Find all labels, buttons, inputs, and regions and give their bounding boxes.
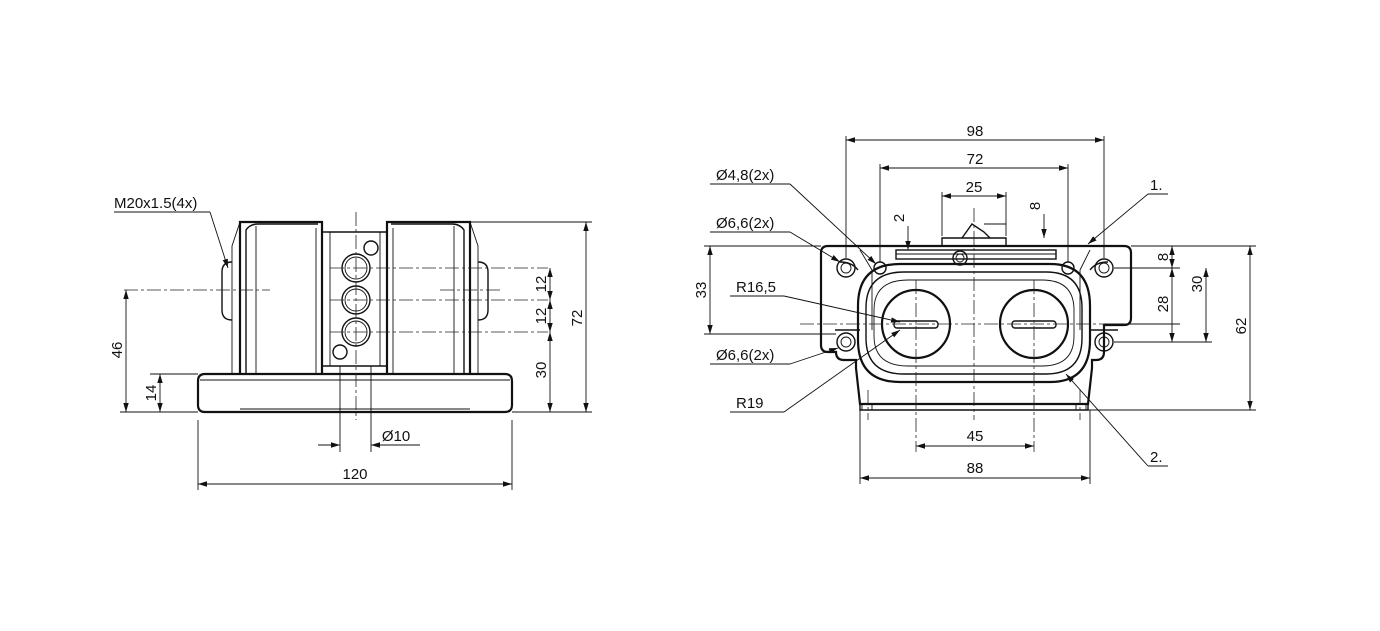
- side-right-body: [385, 220, 472, 374]
- side-base-plate: [196, 372, 514, 414]
- callout-thread: M20x1.5(4x): [114, 195, 197, 212]
- side-view: 72 30 12 12 46 14 120 Ø10 M20x1.5(4x): [109, 195, 592, 490]
- dim-port-pitch-bottom: 12: [533, 308, 550, 325]
- dim-base-height: 14: [143, 385, 160, 402]
- top-slot-bar: [895, 249, 1057, 260]
- top-body-outline: [856, 262, 1092, 384]
- callout-hole-66-bottom: Ø6,6(2x): [716, 347, 774, 364]
- dim-slot-2: 2: [891, 214, 908, 222]
- top-hole-right-bottom: [1094, 332, 1114, 352]
- dim-slot-8: 8: [1027, 202, 1044, 210]
- dim-port-base: 30: [533, 362, 550, 379]
- callout-radius-19: R19: [736, 395, 764, 412]
- dim-overall-height: 72: [569, 310, 586, 327]
- side-small-hole-bottom: [332, 344, 348, 360]
- top-hole-center: [952, 250, 968, 266]
- callout-radius-165: R16,5: [736, 279, 776, 296]
- side-left-body: [238, 220, 324, 374]
- side-port-right: [477, 261, 489, 321]
- dim-spacing-45: 45: [967, 428, 984, 445]
- top-view: 98 72 25 2 8 33 8 28 30 62 45 88: [693, 123, 1256, 484]
- top-hole-right-top: [1094, 258, 1114, 278]
- dim-pin-diameter: Ø10: [382, 428, 410, 445]
- callout-item-2: 2.: [1150, 449, 1163, 466]
- dim-right-30: 30: [1189, 276, 1206, 293]
- dim-port-pitch-top: 12: [533, 276, 550, 293]
- side-port-left: [221, 261, 233, 321]
- dim-width-88: 88: [967, 460, 984, 477]
- dim-width-25: 25: [966, 179, 983, 196]
- top-hole-left-top: [836, 258, 856, 278]
- dim-right-8: 8: [1155, 253, 1172, 261]
- dim-right-28: 28: [1155, 296, 1172, 313]
- dim-height-33: 33: [693, 282, 710, 299]
- dim-width-72: 72: [967, 151, 984, 168]
- top-flange-outline: [819, 244, 1133, 406]
- dim-right-62: 62: [1233, 318, 1250, 335]
- callout-hole-66-top: Ø6,6(2x): [716, 215, 774, 232]
- dim-overall-width: 120: [342, 466, 367, 483]
- side-small-hole-top: [363, 240, 379, 256]
- dim-center-height: 46: [109, 342, 126, 359]
- top-hole-left-bottom: [836, 332, 856, 352]
- callout-item-1: 1.: [1150, 177, 1163, 194]
- dim-width-98: 98: [967, 123, 984, 140]
- callout-hole-48: Ø4,8(2x): [716, 167, 774, 184]
